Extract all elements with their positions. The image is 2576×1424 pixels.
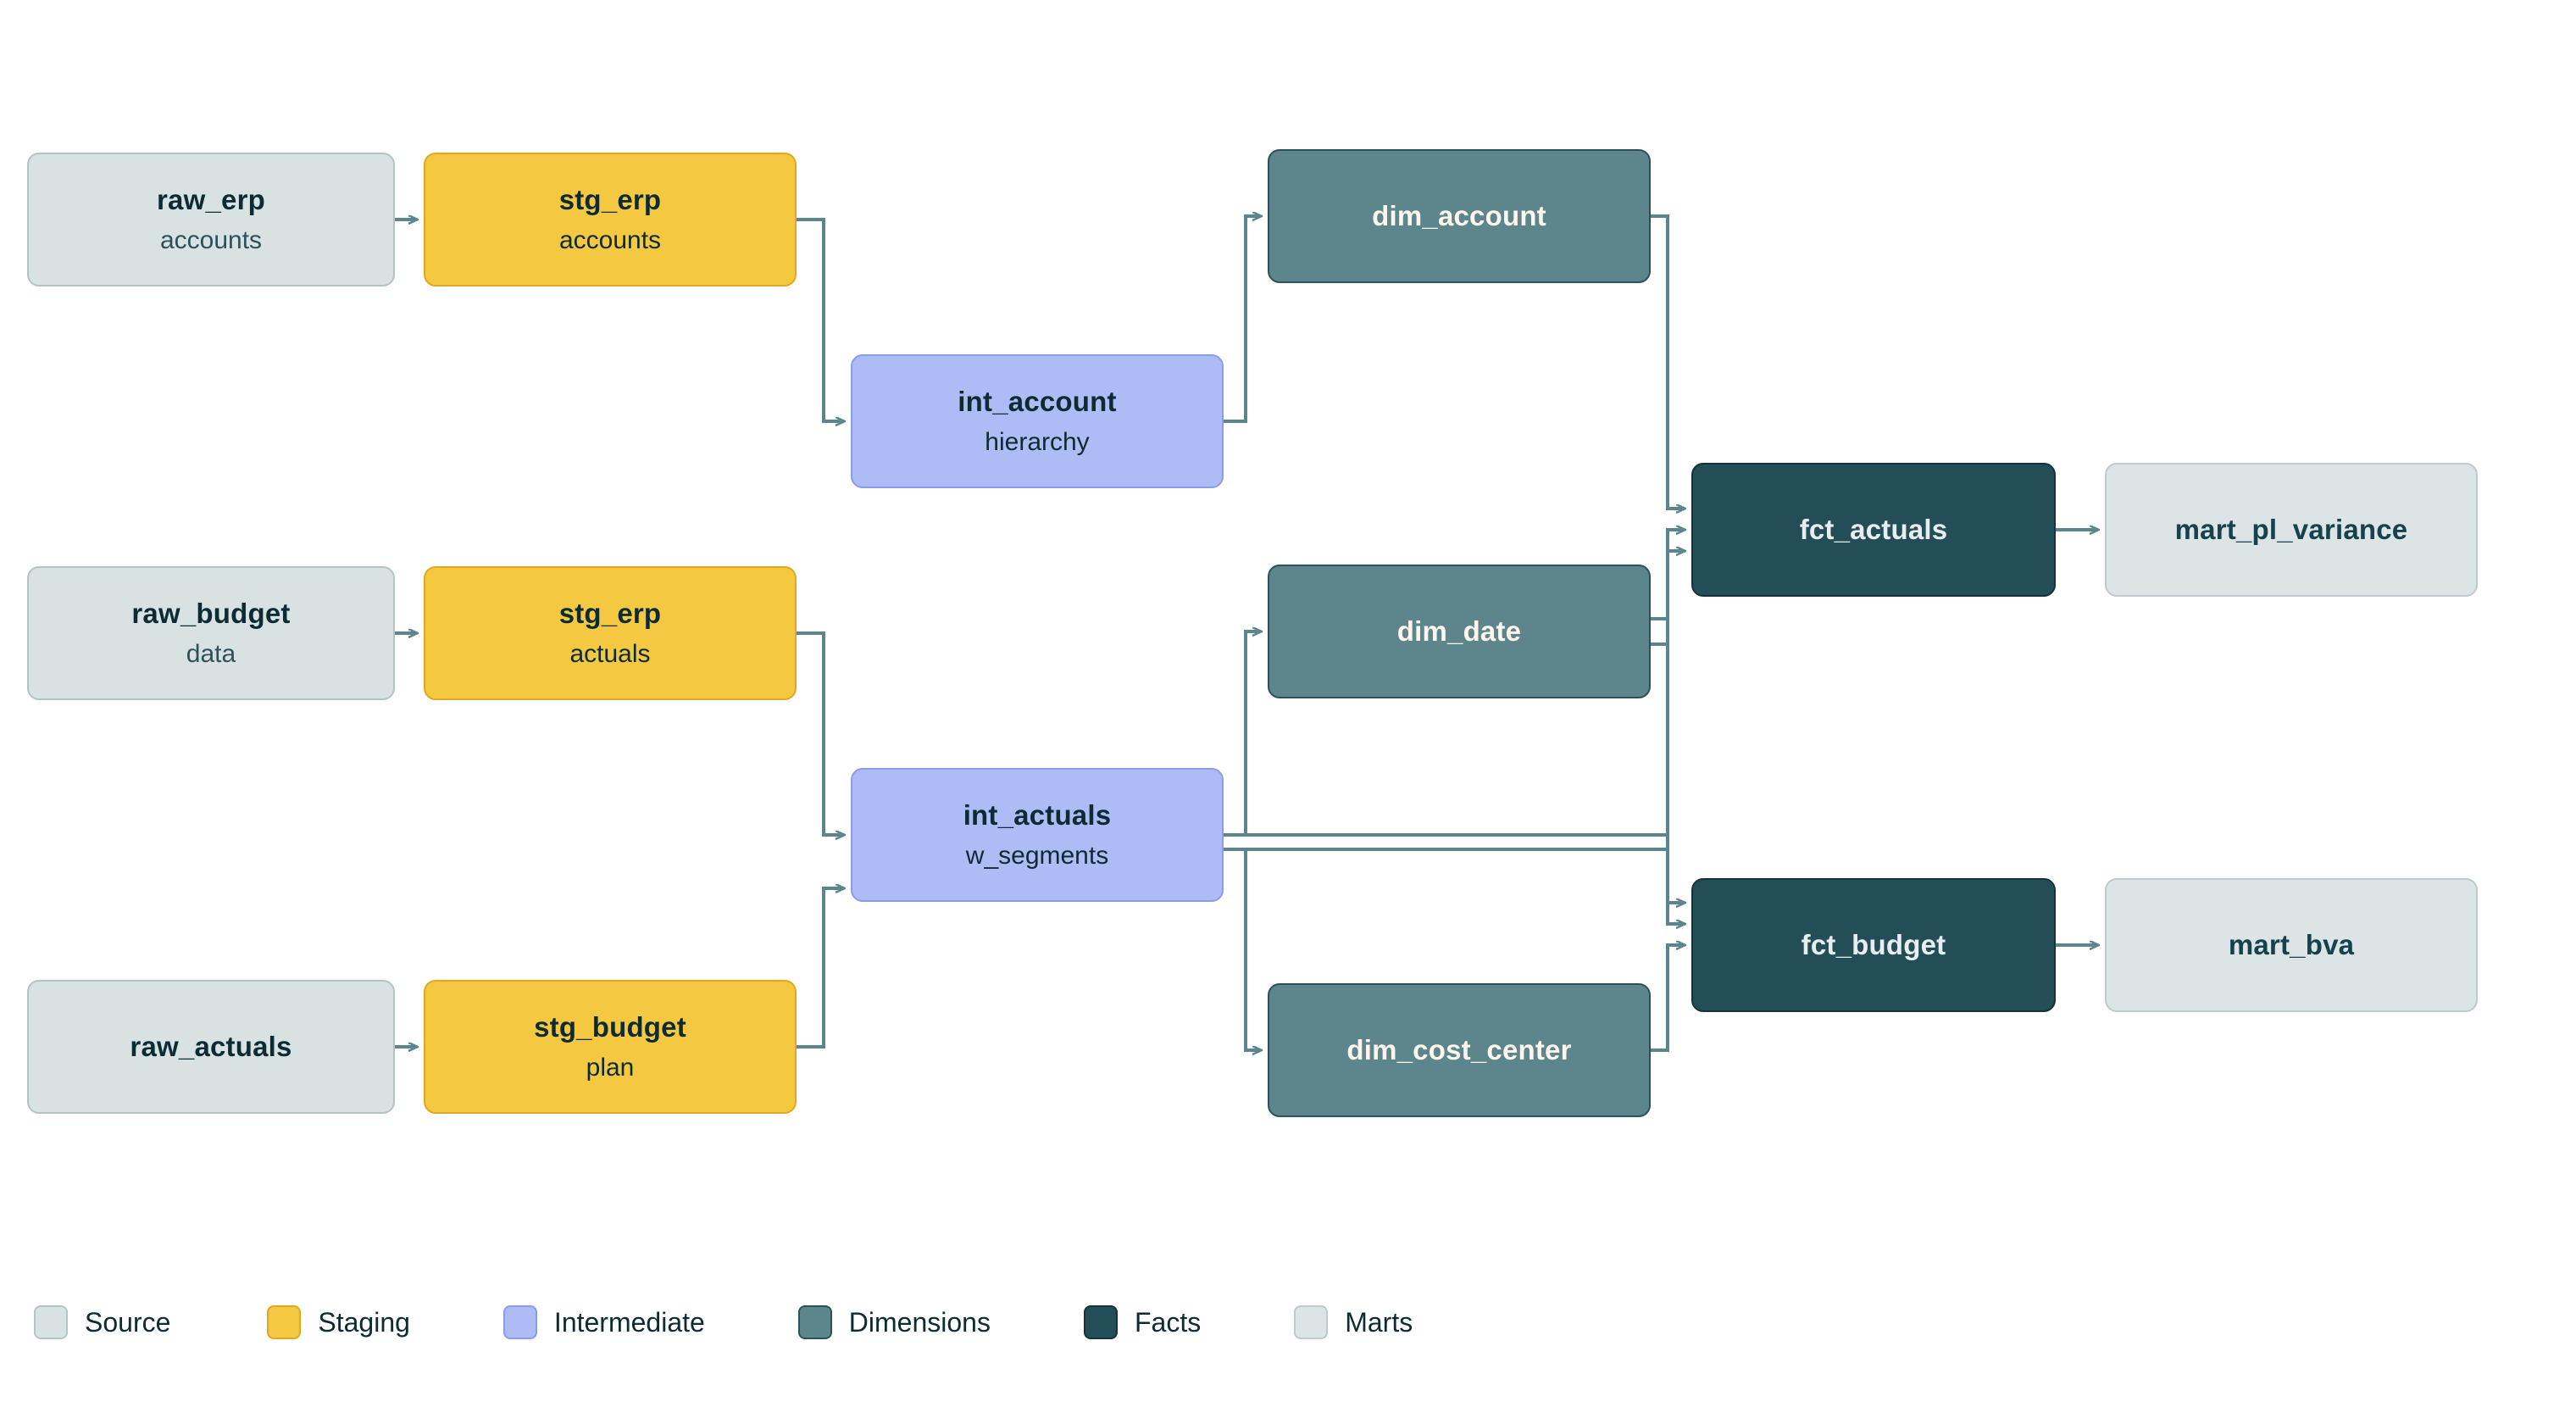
node-subtitle: hierarchy [985,427,1090,456]
node-subtitle: accounts [159,225,263,254]
node-fct-budget[interactable]: fct_budget [1691,878,2056,1012]
legend-item-staging: Staging [267,1305,410,1339]
edge-dim-account-to-fct-actuals [1651,214,1685,509]
legend-label: Staging [318,1306,410,1338]
legend-swatch-intermediate [502,1305,537,1339]
edge-int-actuals-to-fct-budget [1224,848,1685,924]
legend-item-marts: Marts [1294,1305,1413,1339]
node-title: raw_erp [157,183,265,215]
node-raw-actuals[interactable]: raw_actuals [27,980,395,1114]
node-stg-erp-accounts[interactable]: stg_erp accounts [424,153,797,286]
node-title: mart_bva [2228,928,2355,960]
legend-item-facts: Facts [1083,1305,1202,1339]
node-raw-erp[interactable]: raw_erp accounts [27,153,395,286]
node-title: dim_account [1372,199,1546,231]
node-title: raw_budget [131,597,291,629]
node-raw-budget[interactable]: raw_budget data [27,566,395,700]
node-subtitle: actuals [569,639,651,668]
node-subtitle: accounts [558,225,662,254]
node-fct-actuals[interactable]: fct_actuals [1691,463,2056,597]
node-title: dim_date [1396,615,1522,647]
legend-item-intermediate: Intermediate [502,1305,705,1339]
edge-dim-date-to-fct-actuals [1651,551,1685,620]
legend-label: Facts [1134,1306,1202,1338]
legend-label: Intermediate [553,1306,705,1338]
legend-label: Dimensions [848,1306,991,1338]
legend-swatch-staging [267,1305,302,1339]
edge-stg-erp-actuals-to-int-actuals [797,631,844,835]
legend-label: Marts [1345,1306,1413,1338]
node-dim-date[interactable]: dim_date [1268,565,1651,698]
legend: Source Staging Intermediate Dimensions F… [34,1297,1426,1348]
node-title: int_actuals [963,798,1112,831]
node-mart-bva[interactable]: mart_bva [2105,878,2478,1012]
node-title: stg_erp [558,183,662,215]
node-subtitle: w_segments [965,841,1109,870]
node-title: raw_actuals [130,1030,292,1062]
legend-swatch-marts [1294,1305,1329,1339]
node-title: stg_budget [534,1010,686,1043]
legend-swatch-dimensions [797,1305,832,1339]
node-dim-account[interactable]: dim_account [1268,149,1651,283]
edge-int-actuals-to-dim-date [1224,631,1261,837]
node-mart-pl-variance[interactable]: mart_pl_variance [2105,463,2478,597]
node-title: stg_erp [558,597,662,629]
node-title: dim_cost_center [1346,1033,1572,1065]
node-title: int_account [958,385,1117,417]
legend-swatch-facts [1083,1305,1118,1339]
edge-int-account-to-dim-account [1224,216,1261,423]
edge-dim-date-to-fct-budget [1651,642,1685,903]
node-int-account[interactable]: int_account hierarchy [851,354,1224,488]
edge-stg-budget-to-int-actuals [797,888,844,1049]
legend-swatch-source [34,1305,68,1339]
legend-label: Source [85,1306,171,1338]
node-int-actuals[interactable]: int_actuals w_segments [851,768,1224,902]
edge-dim-cost-center-to-fct-budget [1651,945,1685,1052]
legend-item-source: Source [34,1305,170,1339]
node-dim-cost-center[interactable]: dim_cost_center [1268,983,1651,1117]
node-stg-erp-actuals[interactable]: stg_erp actuals [424,566,797,700]
legend-item-dimensions: Dimensions [797,1305,991,1339]
node-stg-budget[interactable]: stg_budget plan [424,980,797,1114]
node-subtitle: plan [586,1053,635,1082]
node-title: fct_actuals [1799,513,1948,545]
edge-int-actuals-to-dim-cost-center [1224,848,1261,1050]
node-title: mart_pl_variance [2174,513,2408,545]
edge-stg-erp-to-int-account [797,218,844,421]
node-title: fct_budget [1801,928,1946,960]
node-subtitle: data [186,639,236,668]
